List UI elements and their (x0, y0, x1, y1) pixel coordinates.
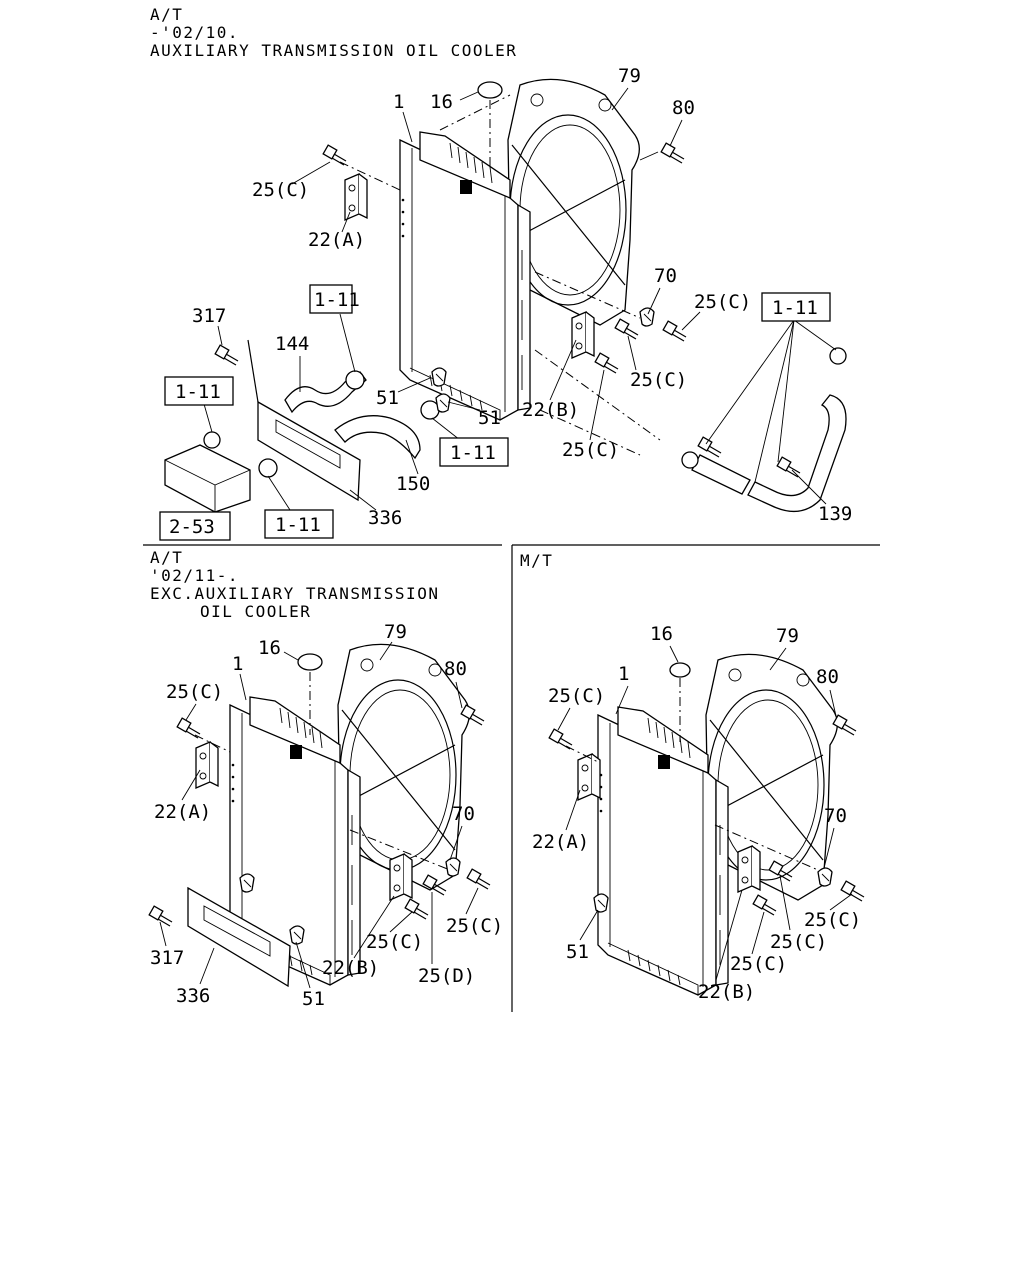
label-25c: 25(C) (366, 931, 423, 953)
label-16: 16 (258, 637, 281, 659)
label-25c: 25(C) (694, 291, 751, 313)
label-22a: 22(A) (154, 801, 211, 823)
label-70: 70 (452, 803, 475, 825)
header-line: AUXILIARY TRANSMISSION OIL COOLER (150, 41, 517, 60)
bolt-25c (322, 144, 347, 166)
label-25c: 25(C) (446, 915, 503, 937)
label-80: 80 (444, 658, 467, 680)
label-150: 150 (396, 473, 430, 495)
label-22a: 22(A) (532, 831, 589, 853)
label-80: 80 (672, 97, 695, 119)
label-80: 80 (816, 666, 839, 688)
label-22b: 22(B) (698, 981, 755, 1003)
bottom-left-leaders (159, 641, 479, 989)
top-leaders (203, 87, 837, 511)
label-317: 317 (192, 305, 226, 327)
label-22a: 22(A) (308, 229, 365, 251)
label-51: 51 (478, 407, 501, 429)
header-line: A/T (150, 548, 183, 567)
ref-label: 1-11 (314, 289, 360, 311)
bottom-right-leaders (557, 645, 853, 981)
ref-box (264, 509, 334, 539)
bolt-80 (660, 142, 685, 164)
label-25c: 25(C) (770, 931, 827, 953)
clip-70 (639, 307, 655, 327)
label-16: 16 (430, 91, 453, 113)
bracket-22a (344, 173, 368, 221)
ref-box (761, 292, 831, 322)
top-radiator-assembly (164, 78, 847, 513)
header-line: OIL COOLER (200, 602, 311, 621)
label-22b: 22(B) (322, 957, 379, 979)
label-16: 16 (650, 623, 673, 645)
oil-cooler (164, 444, 251, 513)
label-25c: 25(C) (548, 685, 605, 707)
label-70: 70 (654, 265, 677, 287)
label-51: 51 (566, 941, 589, 963)
radiator-cap (477, 81, 503, 99)
top-ref-boxes: 1-11 1-11 1-11 1-11 1-11 2-53 (159, 284, 831, 541)
bolt-317 (214, 344, 239, 366)
label-25c: 25(C) (804, 909, 861, 931)
header-line: A/T (150, 5, 183, 24)
label-79: 79 (776, 625, 799, 647)
header-line: '02/11-. (150, 566, 239, 585)
header-line: EXC.AUXILIARY TRANSMISSION (150, 584, 439, 603)
hose-150 (334, 415, 421, 460)
bottom-right-header: M/T (520, 551, 553, 570)
bolt-25c (662, 320, 687, 342)
bolt (697, 436, 722, 458)
bottom-right-labels: 16 79 1 25(C) 80 22(A) 70 25(C) 25(C) 51… (532, 623, 861, 1003)
label-1: 1 (618, 663, 629, 685)
header-line: -'02/10. (150, 23, 239, 42)
label-317: 317 (150, 947, 184, 969)
label-79: 79 (384, 621, 407, 643)
hose-139 (747, 394, 847, 512)
ref-box (159, 511, 231, 541)
label-336: 336 (368, 507, 402, 529)
bolt-25c (594, 352, 619, 374)
top-labels: 1 16 79 80 25(C) 22(A) 70 25(C) 317 144 … (192, 65, 852, 529)
drain-51 (431, 367, 447, 387)
label-51: 51 (376, 387, 399, 409)
label-79: 79 (618, 65, 641, 87)
ref-label: 1-11 (450, 442, 496, 464)
bottom-left-header: A/T '02/11-. EXC.AUXILIARY TRANSMISSION … (150, 548, 439, 621)
label-22b: 22(B) (522, 399, 579, 421)
ref-label: 1-11 (772, 297, 818, 319)
ref-label: 2-53 (169, 516, 215, 538)
bolt-25c (614, 318, 639, 340)
ref-box (309, 284, 353, 314)
ref-label: 1-11 (275, 514, 321, 536)
label-25c: 25(C) (562, 439, 619, 461)
label-25c: 25(C) (630, 369, 687, 391)
label-51: 51 (302, 988, 325, 1010)
drain-51 (435, 393, 451, 413)
bracket-22b (571, 311, 595, 359)
label-70: 70 (824, 805, 847, 827)
label-25c: 25(C) (166, 681, 223, 703)
label-139: 139 (818, 503, 852, 525)
label-25d: 25(D) (418, 965, 475, 987)
label-25c: 25(C) (252, 179, 309, 201)
label-1: 1 (232, 653, 243, 675)
ref-label: 1-11 (175, 381, 221, 403)
label-1: 1 (393, 91, 404, 113)
ref-box (164, 376, 234, 406)
top-section-header: A/T -'02/10. AUXILIARY TRANSMISSION OIL … (150, 5, 517, 60)
label-336: 336 (176, 985, 210, 1007)
ref-box (439, 437, 509, 467)
header-line: M/T (520, 551, 553, 570)
label-25c: 25(C) (730, 953, 787, 975)
bottom-left-radiator-assembly (148, 643, 491, 988)
label-144: 144 (275, 333, 309, 355)
bottom-right-radiator-assembly (548, 653, 865, 996)
bottom-left-labels: 16 79 1 25(C) 80 22(A) 70 317 25(C) 25(C… (150, 621, 503, 1010)
